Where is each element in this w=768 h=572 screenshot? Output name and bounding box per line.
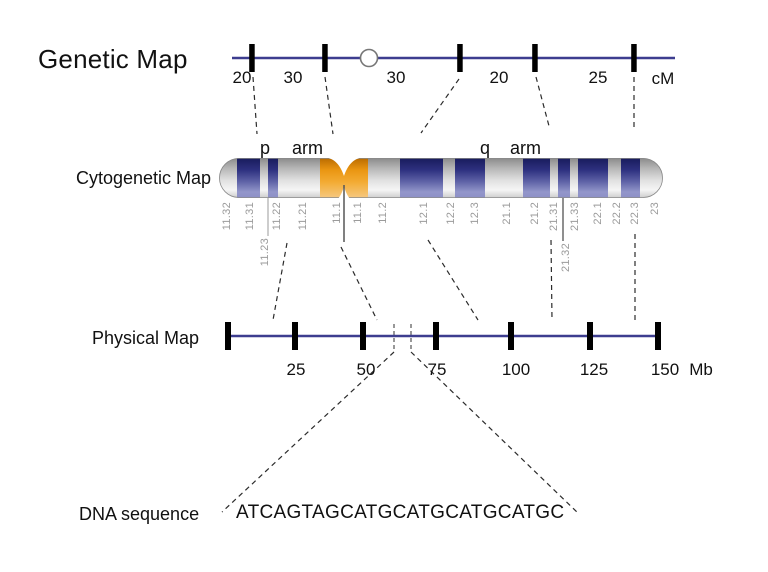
q-arm-word: arm [510,138,541,158]
band-label: 21.1 [501,202,513,225]
genetic-map-unit: cM [651,69,675,88]
connectors-genetic-to-cytogenetic [252,76,635,135]
genetic-interval-label: 25 [588,68,608,87]
band-label: 11.2 [377,202,389,224]
genetic-map-title: Genetic Map [38,44,188,74]
band-label-offset: 11.23 [259,238,271,267]
physical-tick-label: 25 [286,360,306,379]
dna-sequence-label: DNA sequence [79,504,200,524]
genetic-interval-label: 20 [489,68,509,87]
genetic-map-centromere-circle [359,48,379,68]
physical-tick-label: 75 [427,360,447,379]
physical-tick-label: 50 [356,360,376,379]
physical-tick-label: 100 [501,360,531,379]
physical-map-ticks [225,322,661,350]
genetic-interval-label: 30 [283,68,303,87]
band-label-offset: 21.32 [560,243,572,273]
band-label: 21.2 [529,202,541,225]
chromosome-outline [219,158,663,198]
genetic-map-axis [232,44,675,72]
connectors-physical-to-dna [221,351,579,514]
physical-tick-label: 125 [579,360,609,379]
chromosome-ideogram [219,153,663,242]
genetic-interval-label: 30 [386,68,406,87]
p-arm-word: arm [292,138,323,158]
physical-map-label: Physical Map [92,328,200,348]
physical-map-unit: Mb [689,360,713,379]
band-label: 11.21 [297,202,309,231]
physical-map-region-marks [393,324,412,352]
band-label: 11.1 [352,202,364,224]
band-label: 12.2 [445,202,457,225]
band-label: 11.31 [244,202,256,231]
band-label: 12.3 [469,202,481,225]
band-label: 11.32 [221,202,233,231]
physical-map-axis [225,322,661,350]
genetic-map-ticks [249,44,637,72]
dna-sequence-text: ATCAGTAGCATGCATGCATGCATGC [236,502,565,523]
p-arm-letter: p [260,138,271,158]
band-label: 11.1 [331,202,343,224]
band-label: 21.33 [569,202,581,232]
genetic-interval-label: 20 [232,68,252,87]
band-label: 21.31 [548,202,560,232]
cytogenetic-map-label: Cytogenetic Map [76,168,212,188]
band-label: 23 [649,202,661,215]
physical-tick-label: 150 [650,360,680,379]
chromosome-blue-bands [237,158,640,198]
band-label: 22.2 [611,202,623,225]
q-arm-letter: q [480,138,491,158]
band-label: 22.3 [629,202,641,225]
band-label: 12.1 [418,202,430,225]
band-label: 22.1 [592,202,604,225]
connectors-cytogenetic-to-physical [272,234,636,321]
band-label: 11.22 [271,202,283,231]
